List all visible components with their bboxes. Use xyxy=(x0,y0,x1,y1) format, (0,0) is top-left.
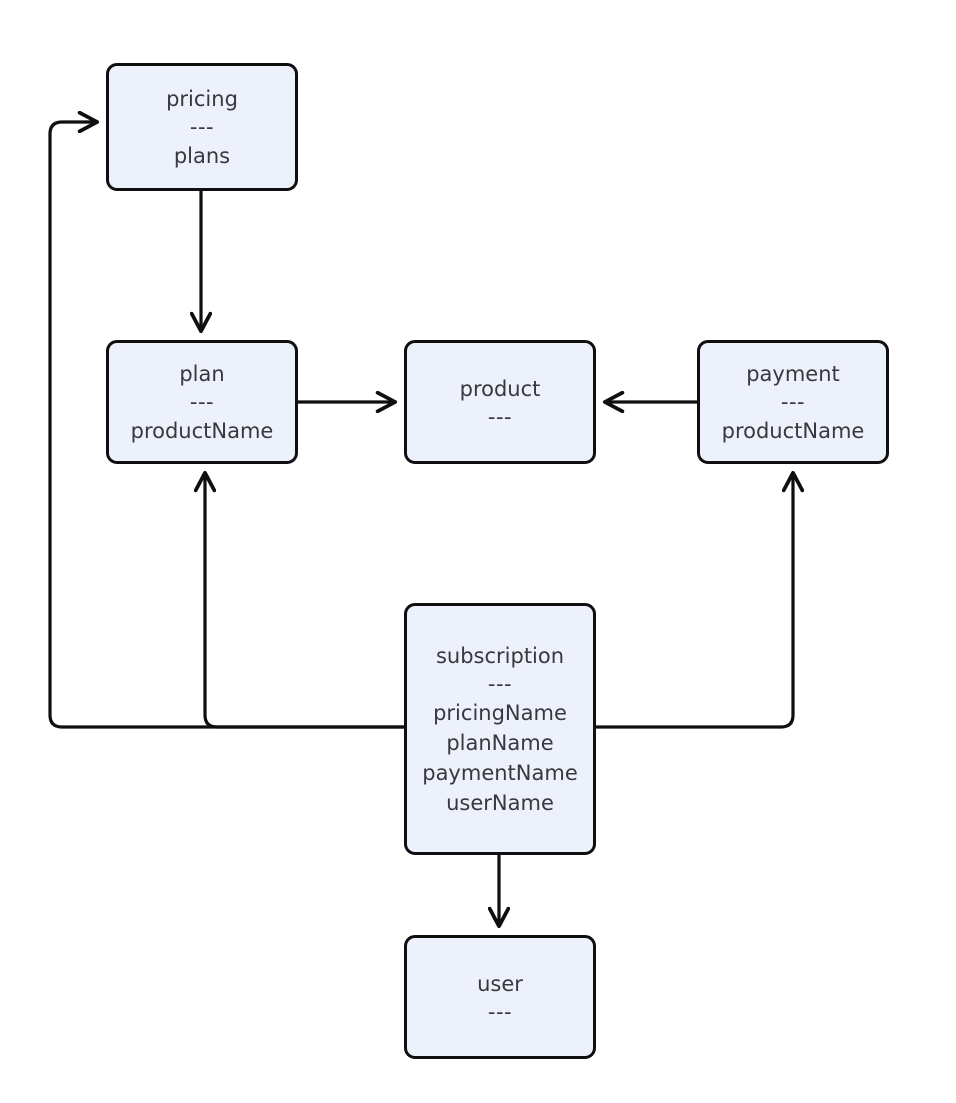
node-plan[interactable]: plan --- productName xyxy=(106,340,298,464)
node-pricing-title: pricing xyxy=(166,86,238,111)
node-subscription-title: subscription xyxy=(435,643,565,668)
node-pricing[interactable]: pricing --- plans xyxy=(106,63,298,191)
node-user-separator: --- xyxy=(487,999,513,1024)
edge-subscription-to-payment xyxy=(596,470,805,729)
node-subscription-field-2: paymentName xyxy=(422,760,578,785)
node-payment[interactable]: payment --- productName xyxy=(697,340,889,464)
node-plan-title: plan xyxy=(179,361,225,386)
node-pricing-fields: plans xyxy=(174,141,230,171)
edge-subscription-to-pricing xyxy=(48,110,404,729)
node-user[interactable]: user --- xyxy=(404,935,596,1059)
node-payment-separator: --- xyxy=(780,389,806,414)
node-subscription-field-0: pricingName xyxy=(433,700,567,725)
node-product-title: product xyxy=(459,376,541,401)
node-subscription-separator: --- xyxy=(487,671,513,696)
node-plan-field-0: productName xyxy=(130,418,274,443)
node-payment-fields: productName xyxy=(722,416,865,446)
node-subscription[interactable]: subscription --- pricingName planName pa… xyxy=(404,603,596,855)
node-subscription-fields: pricingName planName paymentName userNam… xyxy=(422,698,578,818)
node-pricing-separator: --- xyxy=(189,114,215,139)
node-payment-title: payment xyxy=(746,361,840,386)
node-user-title: user xyxy=(477,971,523,996)
node-plan-fields: productName xyxy=(131,416,274,446)
node-subscription-field-1: planName xyxy=(446,730,554,755)
node-plan-separator: --- xyxy=(189,389,215,414)
node-pricing-field-0: plans xyxy=(173,143,231,168)
node-product-separator: --- xyxy=(487,404,513,429)
node-product[interactable]: product --- xyxy=(404,340,596,464)
edge-subscription-to-plan xyxy=(193,470,404,729)
node-subscription-field-3: userName xyxy=(446,790,554,815)
node-payment-field-0: productName xyxy=(721,418,865,443)
